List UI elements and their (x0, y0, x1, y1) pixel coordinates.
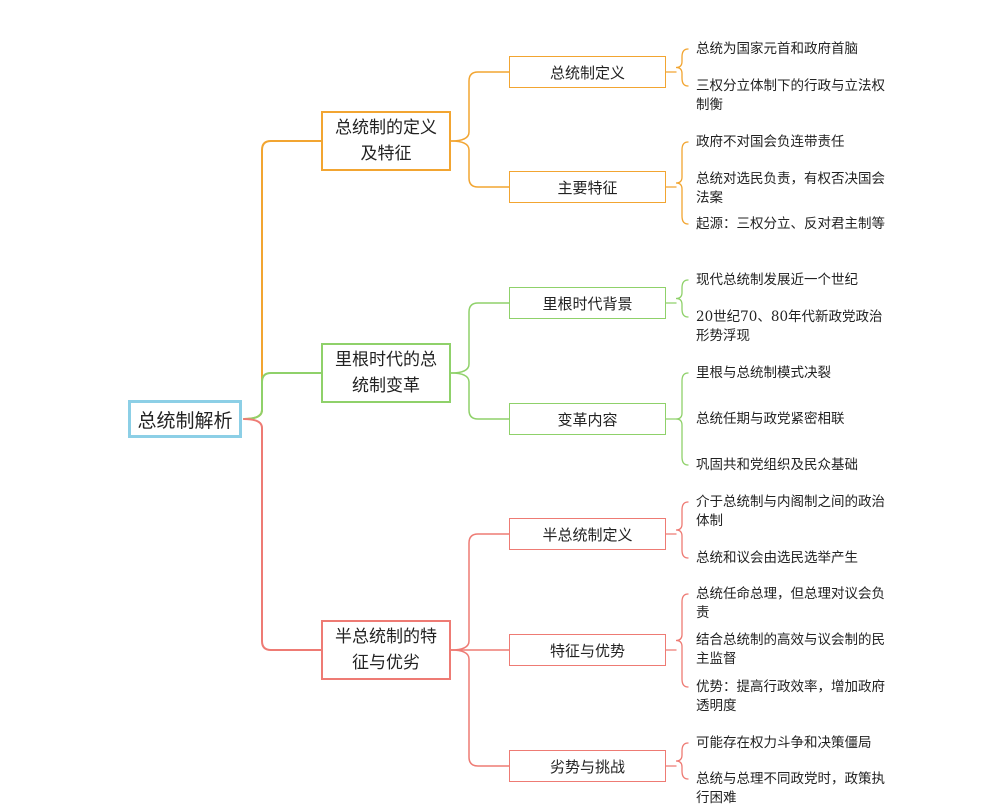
leaf-text: 巩固共和党组织及民众基础 (696, 457, 858, 473)
branch-node-reagan: 里根时代的总统制变革 (321, 343, 451, 403)
node-disadvantages-challenges: 劣势与挑战 (509, 750, 666, 782)
node-main-features: 主要特征 (509, 171, 666, 203)
connector-line (675, 279, 689, 318)
connector-line (450, 302, 510, 374)
leaf-text: 20世纪70、80年代新政党政治形势浮现 (696, 309, 883, 344)
node-reagan-background: 里根时代背景 (509, 287, 666, 319)
connector-line (675, 372, 689, 466)
connector-line (243, 418, 322, 651)
leaf-text: 总统和议会由选民选举产生 (696, 550, 858, 566)
branch-node-definition: 总统制的定义及特征 (321, 111, 451, 171)
leaf-text: 里根与总统制模式决裂 (696, 365, 831, 381)
root-node: 总统制解析 (128, 400, 242, 438)
node-features-advantages: 特征与优势 (509, 634, 666, 666)
connector-line (675, 48, 689, 87)
connector-line (675, 742, 689, 780)
branch-node-semi-presidential: 半总统制的特征与优劣 (321, 620, 451, 680)
connector-line (450, 372, 510, 420)
leaf-text: 介于总统制与内阁制之间的政治体制 (696, 494, 885, 529)
connector-line (450, 533, 510, 651)
node-reform-content: 变革内容 (509, 403, 666, 435)
leaf-text: 总统任命总理，但总理对议会负责 (696, 586, 885, 621)
connector-line (675, 593, 689, 688)
leaf-text: 可能存在权力斗争和决策僵局 (696, 735, 872, 751)
node-semi-definition: 半总统制定义 (509, 518, 666, 550)
connector-line (675, 501, 689, 559)
connector-line (450, 649, 510, 767)
leaf-text: 总统为国家元首和政府首脑 (696, 41, 858, 57)
connector-line (450, 140, 510, 188)
leaf-text: 优势：提高行政效率，增加政府透明度 (696, 679, 885, 714)
leaf-text: 结合总统制的高效与议会制的民主监督 (696, 632, 885, 667)
leaf-text: 起源：三权分立、反对君主制等 (696, 216, 885, 232)
connector-line (675, 141, 689, 225)
leaf-text: 政府不对国会负连带责任 (696, 134, 845, 150)
connector-line (450, 71, 510, 142)
node-presidential-definition: 总统制定义 (509, 56, 666, 88)
leaf-text: 总统对选民负责，有权否决国会法案 (696, 171, 885, 206)
leaf-text: 总统与总理不同政党时，政策执行困难 (696, 771, 885, 806)
leaf-text: 三权分立体制下的行政与立法权制衡 (696, 78, 885, 113)
leaf-text: 总统任期与政党紧密相联 (696, 411, 845, 427)
connector-line (243, 372, 322, 420)
leaf-text: 现代总统制发展近一个世纪 (696, 272, 858, 288)
connector-line (243, 140, 322, 420)
